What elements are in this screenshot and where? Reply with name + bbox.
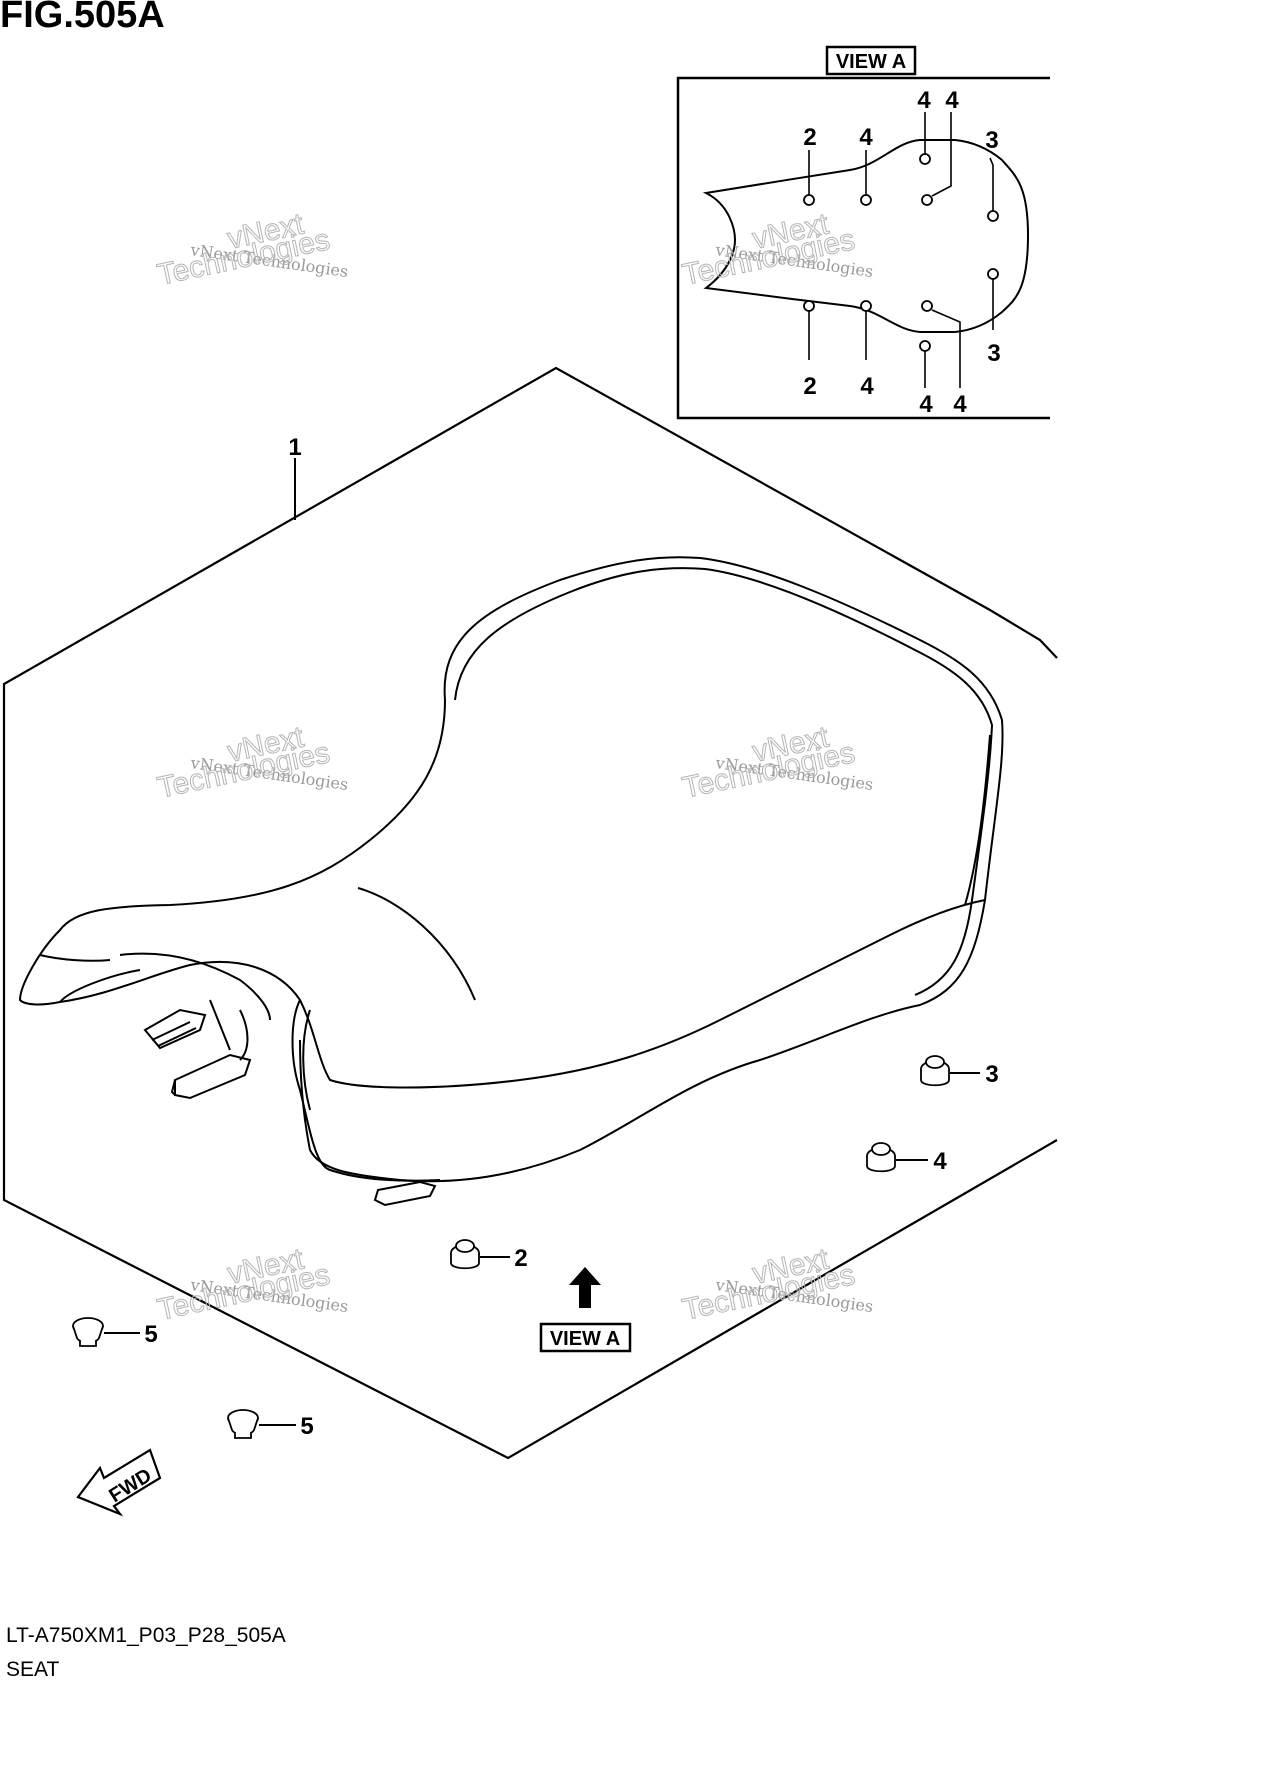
part-code: LT-A750XM1_P03_P28_505A — [6, 1624, 286, 1647]
hole-2-upper — [803, 194, 815, 206]
seat-top-outline — [702, 139, 1030, 333]
callout-2-top: 2 — [803, 124, 816, 151]
view-a-marker-box — [539, 1322, 632, 1353]
view-a-arrow — [569, 1267, 601, 1308]
hole-4-lower-b — [921, 300, 933, 312]
cushion-3 — [920, 1055, 950, 1087]
callout-3-bottom: 3 — [987, 340, 1000, 367]
callout-plug-5-upper: 5 — [144, 1321, 157, 1348]
callout-4-bottom-a: 4 — [860, 373, 874, 400]
hole-4-upper-b — [919, 153, 931, 165]
callout-plug-5-lower: 5 — [300, 1413, 313, 1440]
callout-4-top-c: 4 — [945, 87, 959, 114]
assembly-frame — [2, 366, 1058, 1460]
view-a-inset: VIEW A — [676, 45, 1050, 420]
callout-cushion-2: 2 — [514, 1245, 527, 1272]
hole-4-lower-a — [860, 300, 872, 312]
hole-3-lower — [987, 268, 999, 280]
callout-4-bottom-b: 4 — [919, 391, 933, 418]
hole-4-upper-a — [860, 194, 872, 206]
plug-5-lower — [227, 1409, 259, 1439]
watermark-group: vNext Technologies vNext Technologies vN… — [154, 207, 874, 1327]
hole-3-upper — [987, 210, 999, 222]
hole-4-upper-c — [921, 194, 933, 206]
view-a-title: VIEW A — [836, 51, 906, 73]
view-a-marker: VIEW A — [550, 1328, 620, 1350]
cushion-2 — [450, 1239, 480, 1270]
callout-seat: 1 — [288, 434, 301, 461]
callout-cushion-4: 4 — [933, 1148, 947, 1175]
callout-cushion-3: 3 — [985, 1061, 998, 1088]
callout-4-top-a: 4 — [859, 124, 873, 151]
callout-4-bottom-c: 4 — [953, 391, 967, 418]
view-a-label-box — [825, 45, 917, 76]
fwd-arrow-icon: FWD — [76, 1448, 162, 1517]
figure-caption: SEAT — [6, 1658, 60, 1681]
callout-2-bottom: 2 — [803, 373, 816, 400]
plug-5-upper — [72, 1317, 104, 1347]
figure-title: FIG.505A — [0, 0, 165, 36]
hole-2-lower — [803, 300, 815, 312]
callout-3-top: 3 — [985, 127, 998, 154]
cushion-4 — [866, 1142, 896, 1173]
callout-4-top-b: 4 — [917, 87, 931, 114]
hole-4-lower-c — [919, 340, 931, 352]
seat-illustration — [18, 556, 1004, 1207]
